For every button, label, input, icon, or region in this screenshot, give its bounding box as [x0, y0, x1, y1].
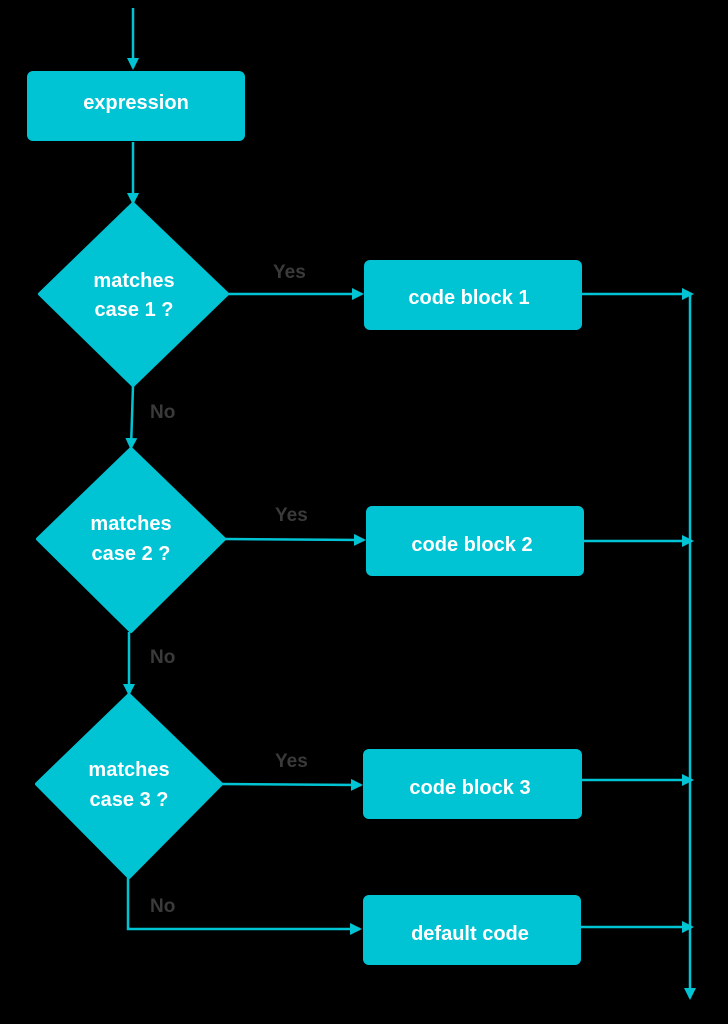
default-code-node: default code	[363, 895, 581, 965]
arrow-decision1-no	[125, 385, 138, 450]
yes-label-3: Yes	[275, 751, 308, 772]
no-label-2: No	[150, 647, 175, 668]
decision3-label-line1: matches	[88, 759, 169, 781]
expression-label: expression	[83, 92, 189, 114]
yes-label-2: Yes	[275, 505, 308, 526]
yes-label-1: Yes	[273, 262, 306, 283]
no-label-1: No	[150, 402, 175, 423]
code-block-2-node: code block 2	[366, 506, 584, 576]
connectors	[123, 8, 696, 1000]
no-label-3: No	[150, 896, 175, 917]
code-block-3-label: code block 3	[409, 777, 530, 799]
expression-node: expression	[27, 71, 245, 141]
decision-node-case1: matches case 1 ?	[38, 202, 229, 387]
code-block-1-node: code block 1	[364, 260, 582, 330]
code-block-1-label: code block 1	[408, 287, 529, 309]
code-block-2-label: code block 2	[411, 534, 532, 556]
decision-node-case3: matches case 3 ?	[35, 693, 223, 879]
arrow-decision3-no	[126, 878, 362, 935]
decision3-label-line2: case 3 ?	[90, 789, 169, 811]
decision-node-case2: matches case 2 ?	[36, 447, 226, 633]
decision2-label-line1: matches	[90, 513, 171, 535]
arrow-decision3-yes	[221, 778, 363, 791]
arrow-decision2-yes	[223, 533, 366, 546]
decision1-label-line1: matches	[93, 270, 174, 292]
code-block-3-node: code block 3	[363, 749, 582, 819]
decision1-label-line2: case 1 ?	[95, 299, 174, 321]
decision2-label-line2: case 2 ?	[92, 543, 171, 565]
default-code-label: default code	[411, 923, 529, 945]
